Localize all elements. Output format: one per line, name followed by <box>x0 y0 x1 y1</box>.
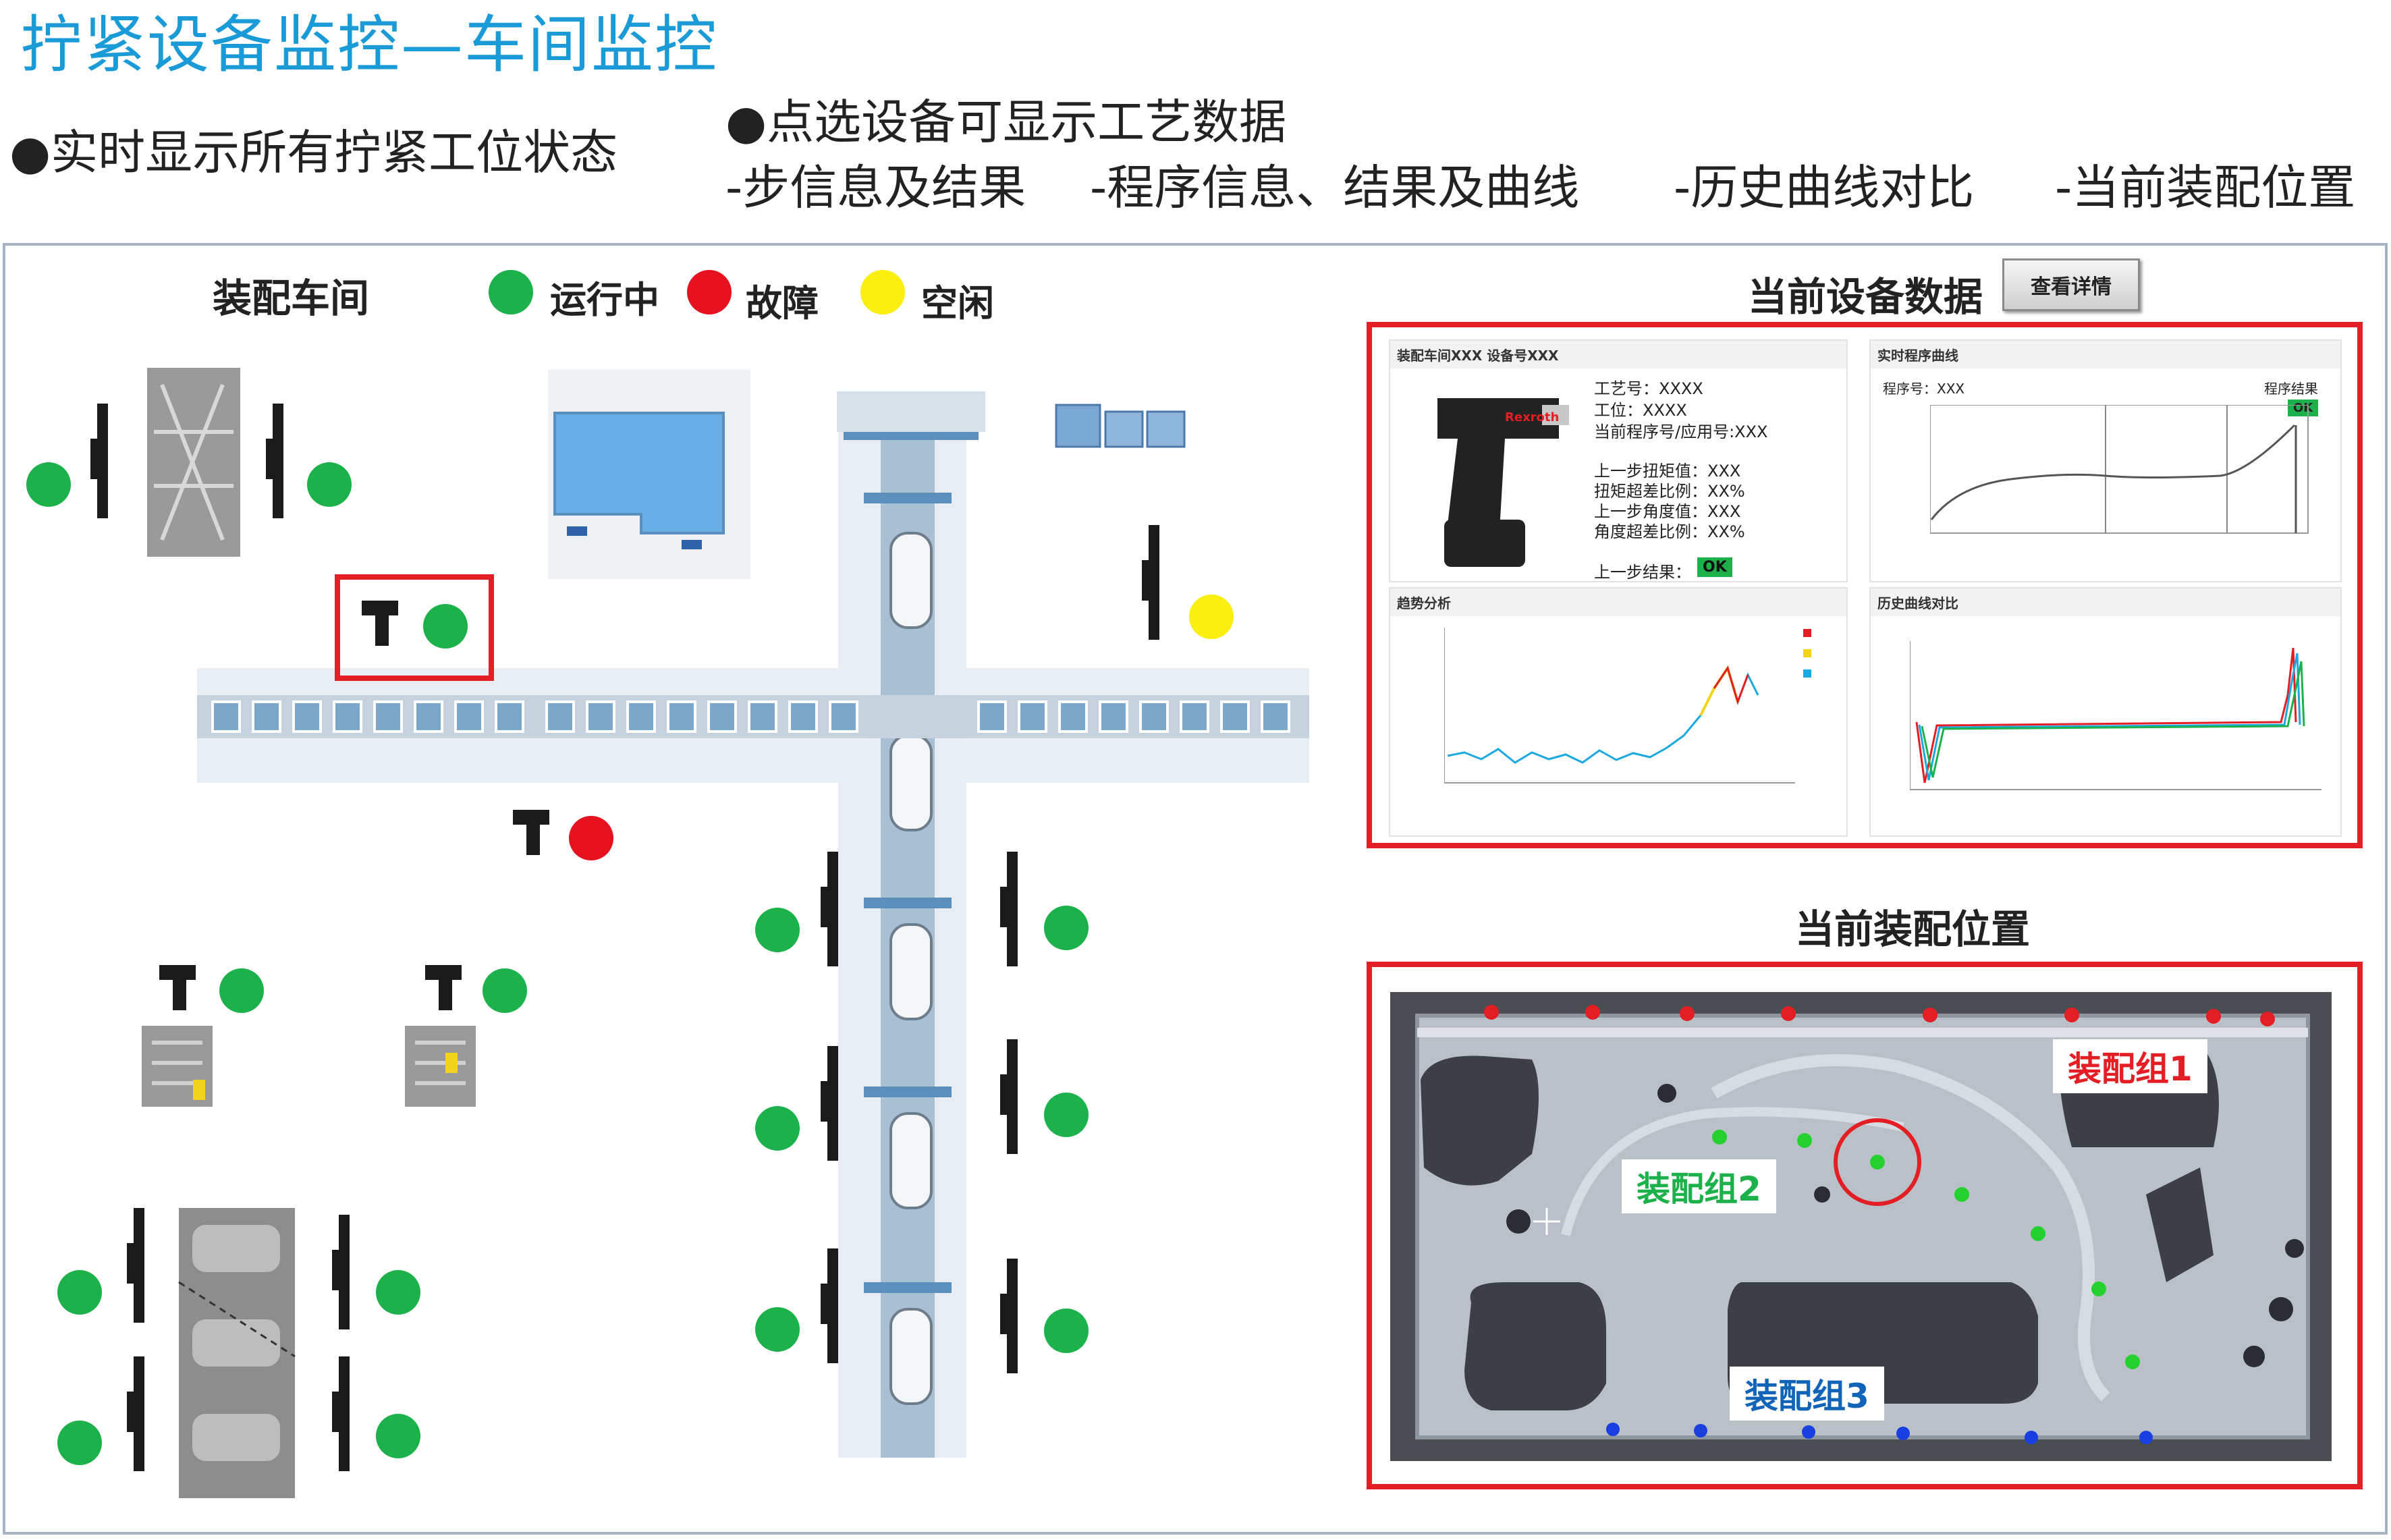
legend-running-label: 运行中 <box>550 279 659 321</box>
fixture-bottom-left <box>178 1208 296 1498</box>
realtime-program-result: 程序结果 <box>2264 381 2318 397</box>
horizontal-conveyor <box>197 668 1309 783</box>
info-last-angle: 上一步角度值：XXX <box>1594 502 1741 521</box>
blue-machine <box>548 370 750 579</box>
info-last-torque: 上一步扭矩值：XXX <box>1594 462 1741 480</box>
view-detail-button[interactable]: 查看详情 <box>2002 258 2140 311</box>
workshop-floor-map <box>26 368 1309 1498</box>
wrench-image <box>1437 398 1569 567</box>
assembly-group-1-label[interactable]: 装配组1 <box>2053 1039 2207 1093</box>
assembly-position-frame <box>1367 962 2363 1489</box>
assembly-group-2-label[interactable]: 装配组2 <box>1622 1159 1776 1213</box>
device-info-header: 装配车间XXX 设备号XXX <box>1390 341 1846 368</box>
history-chart <box>1910 641 2321 790</box>
device-data-title: 当前设备数据 <box>1748 274 1983 320</box>
assembly-position-title: 当前装配位置 <box>1795 906 2031 952</box>
feature-assembly-position: -当前装配位置 <box>2055 160 2356 215</box>
legend-running-dot <box>489 270 533 314</box>
legend-idle-dot <box>860 270 905 314</box>
fixture-top-left <box>147 368 240 557</box>
realtime-curve-header: 实时程序曲线 <box>1871 341 2340 368</box>
feature-history-compare: -历史曲线对比 <box>1674 160 1975 215</box>
info-torque-ratio: 扭矩超差比例：XX% <box>1594 482 1745 501</box>
brand-label: Rexroth <box>1505 410 1560 424</box>
legend-idle-label: 空闲 <box>921 282 994 325</box>
page-title: 拧紧设备监控—车间监控 <box>20 9 719 81</box>
assembly-group-3-label[interactable]: 装配组3 <box>1730 1367 1884 1421</box>
status-dots <box>26 462 1234 1465</box>
info-result-ok: OK <box>1697 557 1732 577</box>
legend-fault-label: 故障 <box>746 282 819 325</box>
realtime-program-no: 程序号：XXX <box>1883 381 1965 397</box>
main-panel <box>3 243 2388 1535</box>
bullet-select-device: ●点选设备可显示工艺数据 <box>725 94 1287 150</box>
workshop-title: 装配车间 <box>213 275 370 321</box>
history-header: 历史曲线对比 <box>1871 588 2340 616</box>
feature-program-info: -程序信息、结果及曲线 <box>1090 160 1580 215</box>
feature-step-info: -步信息及结果 <box>725 160 1026 215</box>
tool-icons-pistol <box>159 601 549 1010</box>
vertical-conveyor <box>837 391 985 1458</box>
history-panel: 历史曲线对比 <box>1869 587 2342 837</box>
info-angle-ratio: 角度超差比例：XX% <box>1594 522 1745 541</box>
realtime-curve-chart <box>1930 405 2309 534</box>
trend-panel: 趋势分析 <box>1389 587 1848 837</box>
small-cabinets <box>1055 404 1186 448</box>
tool-icons-vertical <box>90 404 1159 1471</box>
info-program-no: 当前程序号/应用号:XXX <box>1594 422 1768 441</box>
trend-header: 趋势分析 <box>1390 588 1846 616</box>
small-fixtures <box>142 1026 476 1107</box>
info-result-label: 上一步结果： <box>1594 563 1691 582</box>
bullet-realtime-status: ●实时显示所有拧紧工位状态 <box>9 125 618 180</box>
info-process-no: 工艺号：XXXX <box>1594 379 1703 398</box>
trend-chart <box>1444 628 1811 783</box>
info-station: 工位：XXXX <box>1594 401 1687 420</box>
selected-device-highlight[interactable] <box>335 574 494 681</box>
legend-fault-dot <box>687 270 732 314</box>
device-data-frame <box>1367 322 2363 848</box>
